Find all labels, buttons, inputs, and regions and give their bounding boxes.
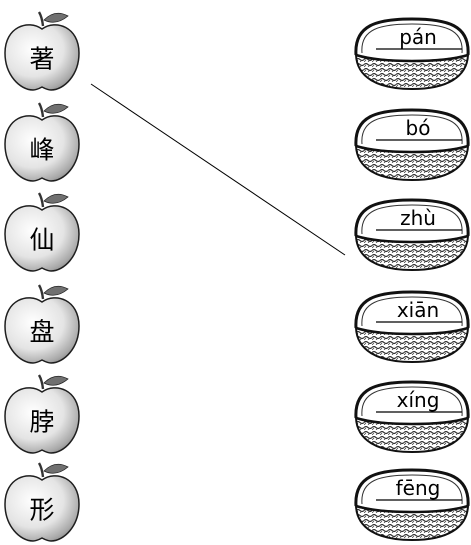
basket-handle [354, 198, 470, 237]
basket-handle [354, 17, 470, 56]
apple-character: 仙 [29, 226, 54, 255]
connection-line-1 [90, 83, 346, 256]
apple-icon [4, 475, 80, 542]
basket-handle-inner [361, 114, 463, 145]
apple-1[interactable]: 著 [4, 11, 80, 91]
basket-pinyin: xiān [397, 298, 439, 322]
apple-character: 峰 [29, 136, 54, 165]
apple-stem [37, 102, 45, 118]
basket-5[interactable]: xíng [354, 380, 470, 454]
apple-6[interactable]: 形 [4, 462, 80, 542]
basket-handle [354, 290, 470, 329]
apple-icon [4, 115, 80, 182]
apple-icon [4, 387, 80, 454]
apple-2[interactable]: 峰 [4, 102, 80, 182]
basket-handle-inner [361, 474, 463, 505]
apple-icon [4, 24, 80, 91]
leaf-icon [43, 285, 69, 296]
leaf-icon [43, 193, 69, 204]
apple-character: 形 [29, 496, 54, 525]
basket-pinyin: bó [406, 116, 431, 140]
basket-pinyin: zhù [400, 206, 436, 230]
apple-character: 盘 [29, 318, 54, 347]
apple-stem [37, 192, 45, 208]
apple-icon [4, 297, 80, 364]
apple-stem [37, 374, 45, 390]
basket-rim [355, 504, 469, 514]
apple-character: 著 [29, 45, 54, 74]
basket-1[interactable]: pán [354, 17, 470, 91]
basket-handle-inner [361, 204, 463, 235]
apple-4[interactable]: 盘 [4, 284, 80, 364]
basket-handle [354, 468, 470, 507]
basket-handle-inner [361, 296, 463, 327]
basket-pinyin: pán [399, 25, 437, 49]
basket-handle [354, 108, 470, 147]
basket-6[interactable]: fēng [354, 468, 470, 542]
leaf-icon [43, 463, 69, 474]
apple-stem [37, 462, 45, 478]
apple-icon [4, 205, 80, 272]
basket-3[interactable]: zhù [354, 198, 470, 272]
basket-pinyin: fēng [396, 476, 441, 500]
basket-rim [355, 416, 469, 426]
apple-character: 脖 [29, 408, 54, 437]
leaf-icon [43, 103, 69, 114]
basket-rim [355, 234, 469, 244]
leaf-icon [43, 375, 69, 386]
basket-handle-inner [361, 386, 463, 417]
basket-handle [354, 380, 470, 419]
basket-rim [355, 53, 469, 63]
basket-handle-inner [361, 23, 463, 54]
apple-3[interactable]: 仙 [4, 192, 80, 272]
basket-rim [355, 144, 469, 154]
basket-rim [355, 326, 469, 336]
apple-5[interactable]: 脖 [4, 374, 80, 454]
basket-4[interactable]: xiān [354, 290, 470, 364]
apple-stem [37, 11, 45, 27]
apple-stem [37, 284, 45, 300]
basket-pinyin: xíng [397, 388, 440, 412]
basket-2[interactable]: bó [354, 108, 470, 182]
leaf-icon [43, 12, 69, 23]
